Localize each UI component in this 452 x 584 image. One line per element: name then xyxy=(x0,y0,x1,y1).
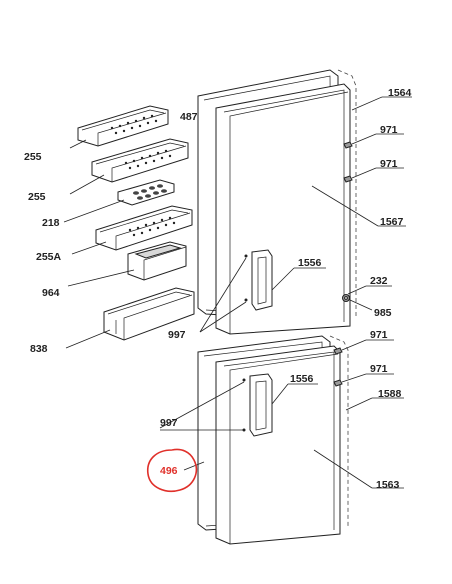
label-985: 985 xyxy=(374,307,392,319)
shelf-255-top xyxy=(77,105,169,147)
hinge-pin-971-d xyxy=(333,379,343,387)
label-255A: 255A xyxy=(36,251,62,263)
upper-hinge-screws-997 xyxy=(244,254,248,302)
upper-door-panel-1567 xyxy=(215,83,351,335)
hinge-pin-971-a xyxy=(343,141,353,149)
label-218: 218 xyxy=(42,217,60,229)
label-997-lower: 997 xyxy=(160,417,178,429)
label-971-d: 971 xyxy=(370,363,388,375)
hinge-pin-971-c xyxy=(333,347,343,355)
label-496: 496 xyxy=(160,465,178,477)
label-232: 232 xyxy=(370,275,388,287)
bottle-shelf-838 xyxy=(103,287,195,341)
label-971-a: 971 xyxy=(380,124,398,136)
upper-door-handle-1556 xyxy=(251,249,273,311)
label-1564: 1564 xyxy=(388,87,412,99)
label-971-b: 971 xyxy=(380,158,398,170)
label-971-c: 971 xyxy=(370,329,388,341)
egg-tray-218 xyxy=(117,179,175,206)
label-1556-upper: 1556 xyxy=(298,257,322,269)
label-838: 838 xyxy=(30,343,48,355)
label-487: 487 xyxy=(180,111,198,123)
leader-lines xyxy=(63,96,412,489)
label-997-upper: 997 xyxy=(168,329,186,341)
label-1588: 1588 xyxy=(378,388,402,400)
middle-hinge-232 xyxy=(342,294,350,302)
shelf-255-second xyxy=(91,138,189,183)
label-964: 964 xyxy=(42,287,60,299)
upper-cabinet-outline xyxy=(337,69,357,316)
highlight-circle xyxy=(147,448,198,492)
dairy-box-964 xyxy=(127,241,187,281)
lower-door-panel-1563 xyxy=(215,345,341,545)
label-1567: 1567 xyxy=(380,216,404,228)
label-1556-lower: 1556 xyxy=(290,373,314,385)
label-1563: 1563 xyxy=(376,479,400,491)
lower-cabinet-outline xyxy=(329,335,349,528)
shelf-255A xyxy=(95,205,193,251)
label-255-top: 255 xyxy=(24,151,42,163)
hinge-pin-971-b xyxy=(343,175,353,183)
lower-door-handle-1556 xyxy=(249,373,273,437)
label-255-second: 255 xyxy=(28,191,46,203)
